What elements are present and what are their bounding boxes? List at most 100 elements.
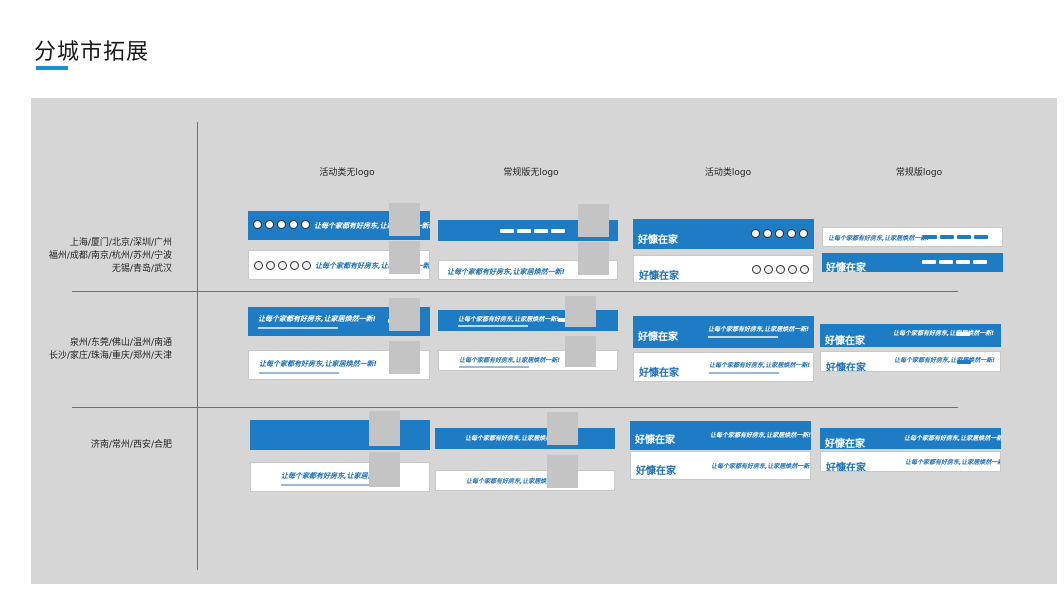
banner-slogan: 让每个家都有好房东,让家居焕然一新! bbox=[893, 330, 995, 337]
banner-slogan: 让每个家都有好房东,让家居焕然一新! bbox=[894, 357, 996, 364]
brand-main: 好慷在家 bbox=[639, 271, 679, 282]
image-placeholder bbox=[369, 411, 400, 446]
avatar bbox=[253, 220, 262, 229]
column-header: 活动类无logo bbox=[319, 168, 375, 178]
chip bbox=[956, 260, 970, 264]
avatar bbox=[289, 220, 298, 229]
column-header: 活动类logo bbox=[704, 168, 752, 178]
avatar bbox=[763, 229, 772, 238]
image-placeholder bbox=[389, 241, 420, 274]
image-placeholder bbox=[389, 298, 420, 331]
banner-slogan: 让每个家都有好房东,让家居焕然一新! bbox=[828, 235, 930, 242]
chip bbox=[957, 235, 971, 239]
row-label-line: 福州/成都/南京/杭州/苏州/宁波 bbox=[48, 251, 172, 261]
chip-row bbox=[923, 235, 988, 239]
brand-main: 好慷在家 bbox=[636, 466, 676, 477]
chip-row bbox=[957, 360, 971, 364]
avatar bbox=[302, 261, 311, 270]
banner-white: 让每个家都有好房东,让家居焕然一新! bbox=[435, 470, 615, 491]
banner-blue: 好慷在家 bbox=[822, 253, 1003, 272]
chip bbox=[551, 229, 565, 233]
row-label-line: 泉州/东莞/佛山/温州/南通 bbox=[69, 338, 172, 348]
row-label-line: 长沙/家庄/珠海/重庆/郑州/天津 bbox=[48, 351, 172, 361]
subline bbox=[458, 325, 528, 327]
brand-logo: 好慷在家 bbox=[638, 228, 678, 247]
brand-main: 好慷在家 bbox=[635, 435, 675, 446]
image-placeholder bbox=[389, 341, 420, 374]
avatar bbox=[266, 261, 275, 270]
image-placeholder bbox=[389, 203, 420, 236]
brand-logo: 好慷在家 bbox=[639, 361, 679, 380]
banner-slogan: 让每个家都有好房东,让家居焕然一新! bbox=[458, 316, 560, 323]
banner-slogan: 让每个家都有好房东,让家居焕然一新! bbox=[459, 357, 561, 364]
banner-blue: 让每个家都有好房东,让家居焕然一新! bbox=[435, 428, 615, 449]
banner-slogan: 让每个家都有好房东,让家居焕然一新! bbox=[315, 262, 430, 270]
image-placeholder bbox=[565, 296, 596, 327]
brand-main: 好慷在家 bbox=[826, 263, 866, 272]
banner-white: 好慷在家 让每个家都有好房东,让家居焕然一新! bbox=[630, 451, 811, 480]
avatar-row bbox=[254, 261, 311, 270]
banner-slogan: 让每个家都有好房东,让家居焕然一新! bbox=[447, 268, 565, 276]
brand-logo: 好慷在家 bbox=[638, 325, 678, 344]
row-label-line: 济南/常州/西安/合肥 bbox=[90, 440, 172, 450]
banner-slogan: 让每个家都有好房东,让家居焕然一新! bbox=[710, 432, 811, 439]
brand-main: 好慷在家 bbox=[825, 439, 865, 449]
subline bbox=[281, 484, 371, 486]
image-placeholder bbox=[547, 455, 578, 488]
title-underline bbox=[36, 66, 68, 70]
subline bbox=[258, 327, 338, 329]
banner-slogan: 让每个家都有好房东,让家居焕然一新! bbox=[904, 435, 1001, 442]
row-divider bbox=[72, 291, 958, 292]
avatar bbox=[776, 265, 785, 274]
subline bbox=[708, 336, 778, 338]
chip bbox=[956, 332, 970, 336]
avatar bbox=[290, 261, 299, 270]
row-label-line: 上海/厦门/北京/深圳/广州 bbox=[69, 238, 172, 248]
brand-logo: 好慷在家 bbox=[825, 432, 865, 449]
avatar-row bbox=[752, 265, 809, 274]
banner-slogan: 让每个家都有好房东,让家居焕然一新! bbox=[314, 222, 430, 230]
avatar bbox=[787, 229, 796, 238]
avatar bbox=[277, 220, 286, 229]
row-label: 上海/厦门/北京/深圳/广州 福州/成都/南京/杭州/苏州/宁波 无锡/青岛/武… bbox=[49, 237, 172, 276]
brand-logo: 好慷在家 bbox=[639, 264, 679, 282]
chip bbox=[940, 235, 954, 239]
avatar bbox=[265, 220, 274, 229]
avatar bbox=[254, 261, 263, 270]
row-label-line: 无锡/青岛/武汉 bbox=[111, 264, 172, 274]
chip-row bbox=[956, 332, 970, 336]
brand-logo: 好慷在家 bbox=[635, 428, 675, 447]
banner-white: 好慷在家 让每个家都有好房东,让家居焕然一新! bbox=[820, 351, 1001, 372]
banner-white: 好慷在家 让每个家都有好房东,让家居焕然一新! bbox=[820, 451, 1001, 472]
chip bbox=[500, 229, 514, 233]
column-header: 常规版无logo bbox=[503, 168, 559, 178]
banner-blue bbox=[250, 420, 430, 450]
banner-slogan: 让每个家都有好房东,让家居焕然一新! bbox=[709, 362, 811, 369]
image-placeholder bbox=[578, 242, 609, 275]
banner-white: 让每个家都有好房东,让家居焕然一新! bbox=[438, 260, 618, 280]
banner-slogan: 让每个家都有好房东,让家居焕然一新! bbox=[281, 472, 399, 480]
banner-blue: 好慷在家 让每个家都有好房东,让家居焕然一新! bbox=[820, 428, 1001, 449]
image-placeholder bbox=[547, 412, 578, 445]
avatar bbox=[799, 229, 808, 238]
chip-row bbox=[922, 260, 987, 264]
avatar bbox=[775, 229, 784, 238]
banner-white: 让每个家都有好房东,让家居焕然一新! bbox=[822, 227, 1003, 247]
banner-slogan: 让每个家都有好房东,让家居焕然一新! bbox=[259, 360, 377, 368]
column-header: 常规版logo bbox=[895, 168, 943, 178]
chip bbox=[534, 229, 548, 233]
subline bbox=[259, 372, 339, 374]
banner-slogan: 让每个家都有好房东,让家居焕然一新! bbox=[465, 435, 567, 442]
banner-slogan: 让每个家都有好房东,让家居焕然一新! bbox=[708, 326, 810, 333]
image-placeholder bbox=[565, 336, 596, 367]
banner-slogan: 让每个家都有好房东,让家居焕然一新! bbox=[466, 478, 568, 485]
chip bbox=[973, 260, 987, 264]
chip bbox=[923, 235, 937, 239]
brand-logo: 好慷在家 bbox=[826, 456, 866, 471]
chip bbox=[922, 260, 936, 264]
chip bbox=[957, 360, 971, 364]
banner-slogan: 让每个家都有好房东,让家居焕然一新! bbox=[905, 459, 1001, 466]
brand-logo: 好慷在家 bbox=[826, 256, 866, 272]
chip-row bbox=[500, 229, 565, 233]
row-label: 济南/常州/西安/合肥 bbox=[91, 439, 172, 452]
